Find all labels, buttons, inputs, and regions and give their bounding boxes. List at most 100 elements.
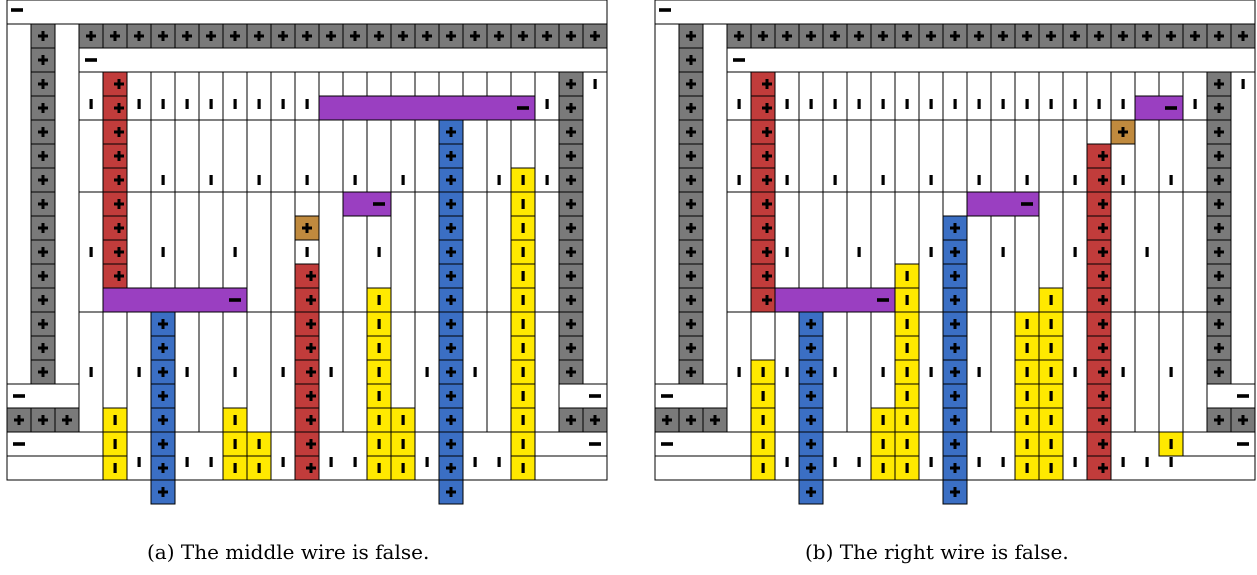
plus-mark — [950, 271, 960, 281]
plus-mark — [566, 247, 576, 257]
bar-mark — [1001, 247, 1005, 257]
plus-mark — [566, 79, 576, 89]
plus-mark — [38, 31, 48, 41]
bar-mark — [977, 99, 981, 109]
wire-cell — [318, 191, 344, 313]
bar-mark — [905, 343, 909, 353]
wire-cell — [6, 23, 32, 385]
bar-mark — [209, 99, 213, 109]
bar-mark — [521, 343, 525, 353]
plus-mark — [158, 415, 168, 425]
plus-mark — [762, 103, 772, 113]
wire-cell — [990, 311, 1016, 433]
bar-mark — [833, 99, 837, 109]
plus-mark — [114, 79, 124, 89]
wire-cell — [798, 71, 824, 121]
wire-cell — [198, 71, 224, 121]
plus-mark — [1098, 463, 1108, 473]
wire-cell — [270, 119, 296, 193]
plus-mark — [1238, 31, 1248, 41]
bar-mark — [1097, 99, 1101, 109]
plus-mark — [114, 103, 124, 113]
plus-mark — [950, 463, 960, 473]
bar-mark — [1025, 99, 1029, 109]
bar-mark — [521, 367, 525, 377]
plus-mark — [326, 31, 336, 41]
plus-mark — [1022, 31, 1032, 41]
purple-tile — [102, 287, 248, 313]
plus-mark — [38, 79, 48, 89]
bar-mark — [905, 463, 909, 473]
bar-mark — [281, 457, 285, 467]
wire-cell — [1134, 119, 1160, 193]
plus-mark — [254, 31, 264, 41]
panel-b-diagram — [654, 0, 1256, 505]
plus-mark — [1098, 223, 1108, 233]
bar-mark — [233, 415, 237, 425]
plus-mark — [762, 271, 772, 281]
plus-mark — [374, 31, 384, 41]
bar-mark — [1025, 367, 1029, 377]
plus-mark — [38, 295, 48, 305]
bar-mark — [281, 99, 285, 109]
plus-mark — [1214, 31, 1224, 41]
bar-mark — [737, 99, 741, 109]
bar-mark — [377, 439, 381, 449]
plus-mark — [662, 415, 672, 425]
bar-mark — [89, 367, 93, 377]
panel-a — [0, 0, 610, 530]
plus-mark — [950, 367, 960, 377]
plus-mark — [1142, 31, 1152, 41]
plus-mark — [686, 103, 696, 113]
plus-mark — [446, 415, 456, 425]
bar-mark — [593, 79, 597, 89]
plus-mark — [182, 31, 192, 41]
plus-mark — [1098, 391, 1108, 401]
minus-mark — [517, 106, 529, 110]
plus-mark — [686, 31, 696, 41]
minus-mark — [13, 394, 25, 398]
minus-mark — [733, 58, 745, 62]
plus-mark — [1098, 295, 1108, 305]
bar-mark — [545, 99, 549, 109]
bar-mark — [1049, 463, 1053, 473]
plus-mark — [278, 31, 288, 41]
bar-mark — [929, 99, 933, 109]
plus-mark — [1190, 31, 1200, 41]
bar-mark — [1073, 457, 1077, 467]
wire-cell — [966, 71, 992, 121]
plus-mark — [1098, 439, 1108, 449]
bar-mark — [905, 415, 909, 425]
bar-mark — [881, 367, 885, 377]
bar-mark — [761, 367, 765, 377]
bar-mark — [857, 457, 861, 467]
plus-mark — [542, 31, 552, 41]
minus-mark — [229, 298, 241, 302]
bar-mark — [1145, 247, 1149, 257]
plus-mark — [1118, 127, 1128, 137]
bar-mark — [233, 367, 237, 377]
plus-mark — [306, 295, 316, 305]
plus-mark — [38, 55, 48, 65]
wire-cell — [270, 71, 296, 121]
wire-cell — [198, 311, 224, 433]
plus-mark — [158, 367, 168, 377]
caption-b: (b) The right wire is false. — [805, 540, 1069, 564]
plus-mark — [446, 319, 456, 329]
plus-mark — [206, 31, 216, 41]
bar-mark — [257, 99, 261, 109]
bar-mark — [905, 99, 909, 109]
plus-mark — [302, 223, 312, 233]
wire-cell — [318, 311, 344, 433]
purple-tile — [774, 287, 896, 313]
bar-mark — [881, 99, 885, 109]
plus-mark — [1238, 415, 1248, 425]
wire-cell — [414, 119, 440, 193]
bar-mark — [737, 175, 741, 185]
plus-mark — [878, 31, 888, 41]
plus-mark — [114, 127, 124, 137]
plus-mark — [566, 151, 576, 161]
bar-mark — [1073, 247, 1077, 257]
bar-mark — [113, 415, 117, 425]
blue-tile — [798, 455, 824, 481]
